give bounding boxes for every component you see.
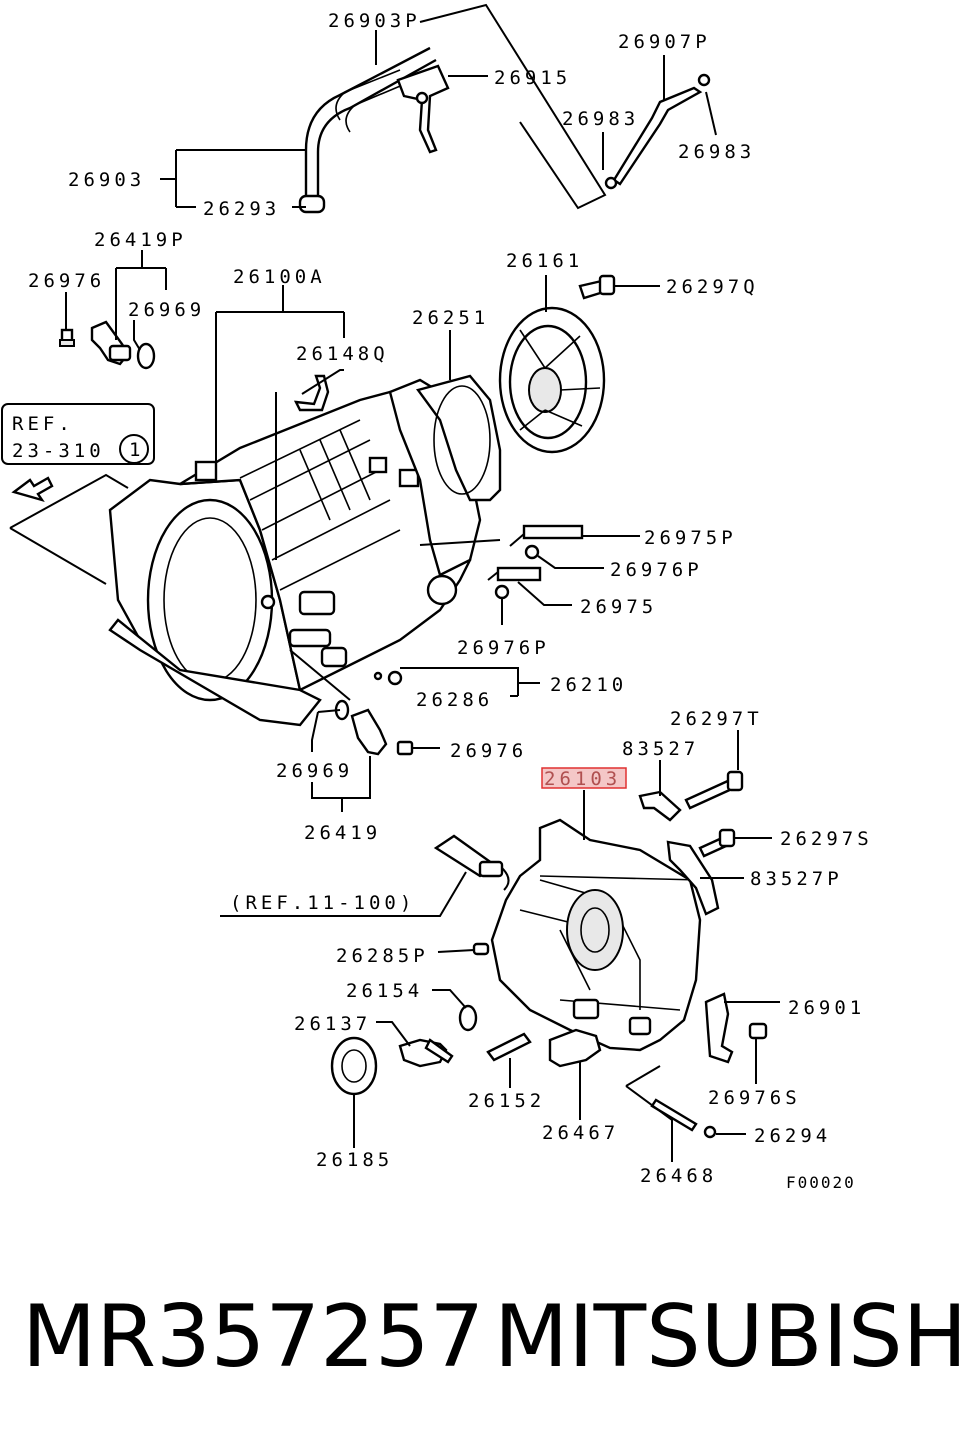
- footer: MR357257 MITSUBISHI: [22, 1287, 960, 1387]
- label-26297Q: 26297Q: [666, 276, 759, 298]
- transmission-case: [108, 374, 482, 727]
- oil-pump-adapter: [498, 274, 616, 454]
- label-26975: 26975: [580, 596, 657, 618]
- label-26969: 26969: [128, 299, 205, 321]
- label-26100A: 26100A: [233, 266, 326, 288]
- part-labels: 26903P 26915 26907P 26983 26983 26903 26…: [1, 10, 873, 1192]
- brand-name: MITSUBISHI: [494, 1287, 960, 1387]
- highlighted-part-26103: 26103: [541, 767, 627, 790]
- dipstick-tube: [604, 73, 711, 190]
- label-26419P: 26419P: [94, 229, 187, 251]
- label-26467: 26467: [542, 1122, 619, 1144]
- label-ref-11-100: (REF.11-100): [230, 892, 415, 914]
- bottom-small-parts: [220, 730, 780, 1162]
- label-26468: 26468: [640, 1165, 717, 1187]
- leaders-top: [160, 3, 717, 210]
- label-26154: 26154: [346, 980, 423, 1002]
- label-26976P: 26976P: [610, 559, 703, 581]
- label-26297S: 26297S: [780, 828, 873, 850]
- label-26251: 26251: [412, 307, 489, 329]
- ref-number: 23-310: [12, 440, 105, 462]
- ref-circle-number: 1: [129, 439, 140, 461]
- label-26285P: 26285P: [336, 945, 429, 967]
- figure-code: F00020: [786, 1173, 856, 1192]
- label-26976: 26976: [28, 270, 105, 292]
- label-26137: 26137: [294, 1013, 371, 1035]
- label-83527: 83527: [622, 738, 699, 760]
- label-26983: 26983: [562, 108, 639, 130]
- label-26152: 26152: [468, 1090, 545, 1112]
- label-26975P: 26975P: [644, 527, 737, 549]
- leaders-left-upper: [65, 250, 167, 351]
- label-26419: 26419: [304, 822, 381, 844]
- label-26148Q: 26148Q: [296, 343, 389, 365]
- label-26969: 26969: [276, 760, 353, 782]
- part-number: MR357257: [22, 1287, 484, 1387]
- rear-gasket: [415, 374, 502, 502]
- label-26293: 26293: [203, 198, 280, 220]
- label-26976S: 26976S: [708, 1087, 801, 1109]
- label-26161: 26161: [506, 250, 583, 272]
- label-26286: 26286: [416, 689, 493, 711]
- leaders-center: [9, 275, 660, 812]
- label-26103: 26103: [544, 768, 621, 790]
- label-26976: 26976: [450, 740, 527, 762]
- extension-housing: [490, 818, 702, 1052]
- label-26915: 26915: [494, 67, 571, 89]
- label-26976P: 26976P: [457, 637, 550, 659]
- label-83527P: 83527P: [750, 868, 843, 890]
- label-26907P: 26907P: [618, 31, 711, 53]
- label-26901: 26901: [788, 997, 865, 1019]
- label-26185: 26185: [316, 1149, 393, 1171]
- breather-hose-assembly: [298, 46, 450, 214]
- label-26210: 26210: [550, 674, 627, 696]
- speed-sensor-upper: [59, 320, 156, 370]
- ref-label: REF.: [12, 413, 74, 435]
- ref-23-310-box: REF. 23-310 1: [1, 403, 155, 465]
- label-26903: 26903: [68, 169, 145, 191]
- label-26297T: 26297T: [670, 708, 763, 730]
- label-26903P: 26903P: [328, 10, 421, 32]
- label-26983: 26983: [678, 141, 755, 163]
- label-26294: 26294: [754, 1125, 831, 1147]
